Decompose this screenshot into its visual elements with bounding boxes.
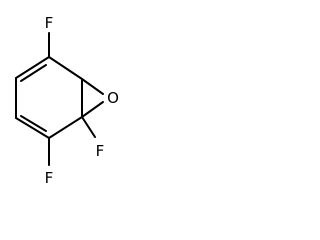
atom-label-f-bottom: F <box>45 169 54 187</box>
bond-c3-o <box>81 78 104 95</box>
structure-diagram: F O F F <box>15 14 119 187</box>
atom-label-o-epoxide: O <box>107 89 119 107</box>
bond-c1-c2-inner <box>20 64 47 82</box>
atom-label-f-bridge: F <box>96 142 105 160</box>
bond-c4-f-bridge <box>81 116 96 138</box>
atom-labels: F O F F <box>45 14 119 187</box>
bond-c4-o <box>81 101 104 118</box>
bond-c2-c3 <box>48 56 83 80</box>
atom-label-f-top: F <box>45 14 54 32</box>
bond-c1-c2 <box>15 56 50 79</box>
bond-lines <box>15 32 104 166</box>
bond-c5-c6-inner <box>20 115 47 132</box>
bond-c5-c6 <box>15 117 50 139</box>
bond-c4-c5 <box>48 116 83 139</box>
